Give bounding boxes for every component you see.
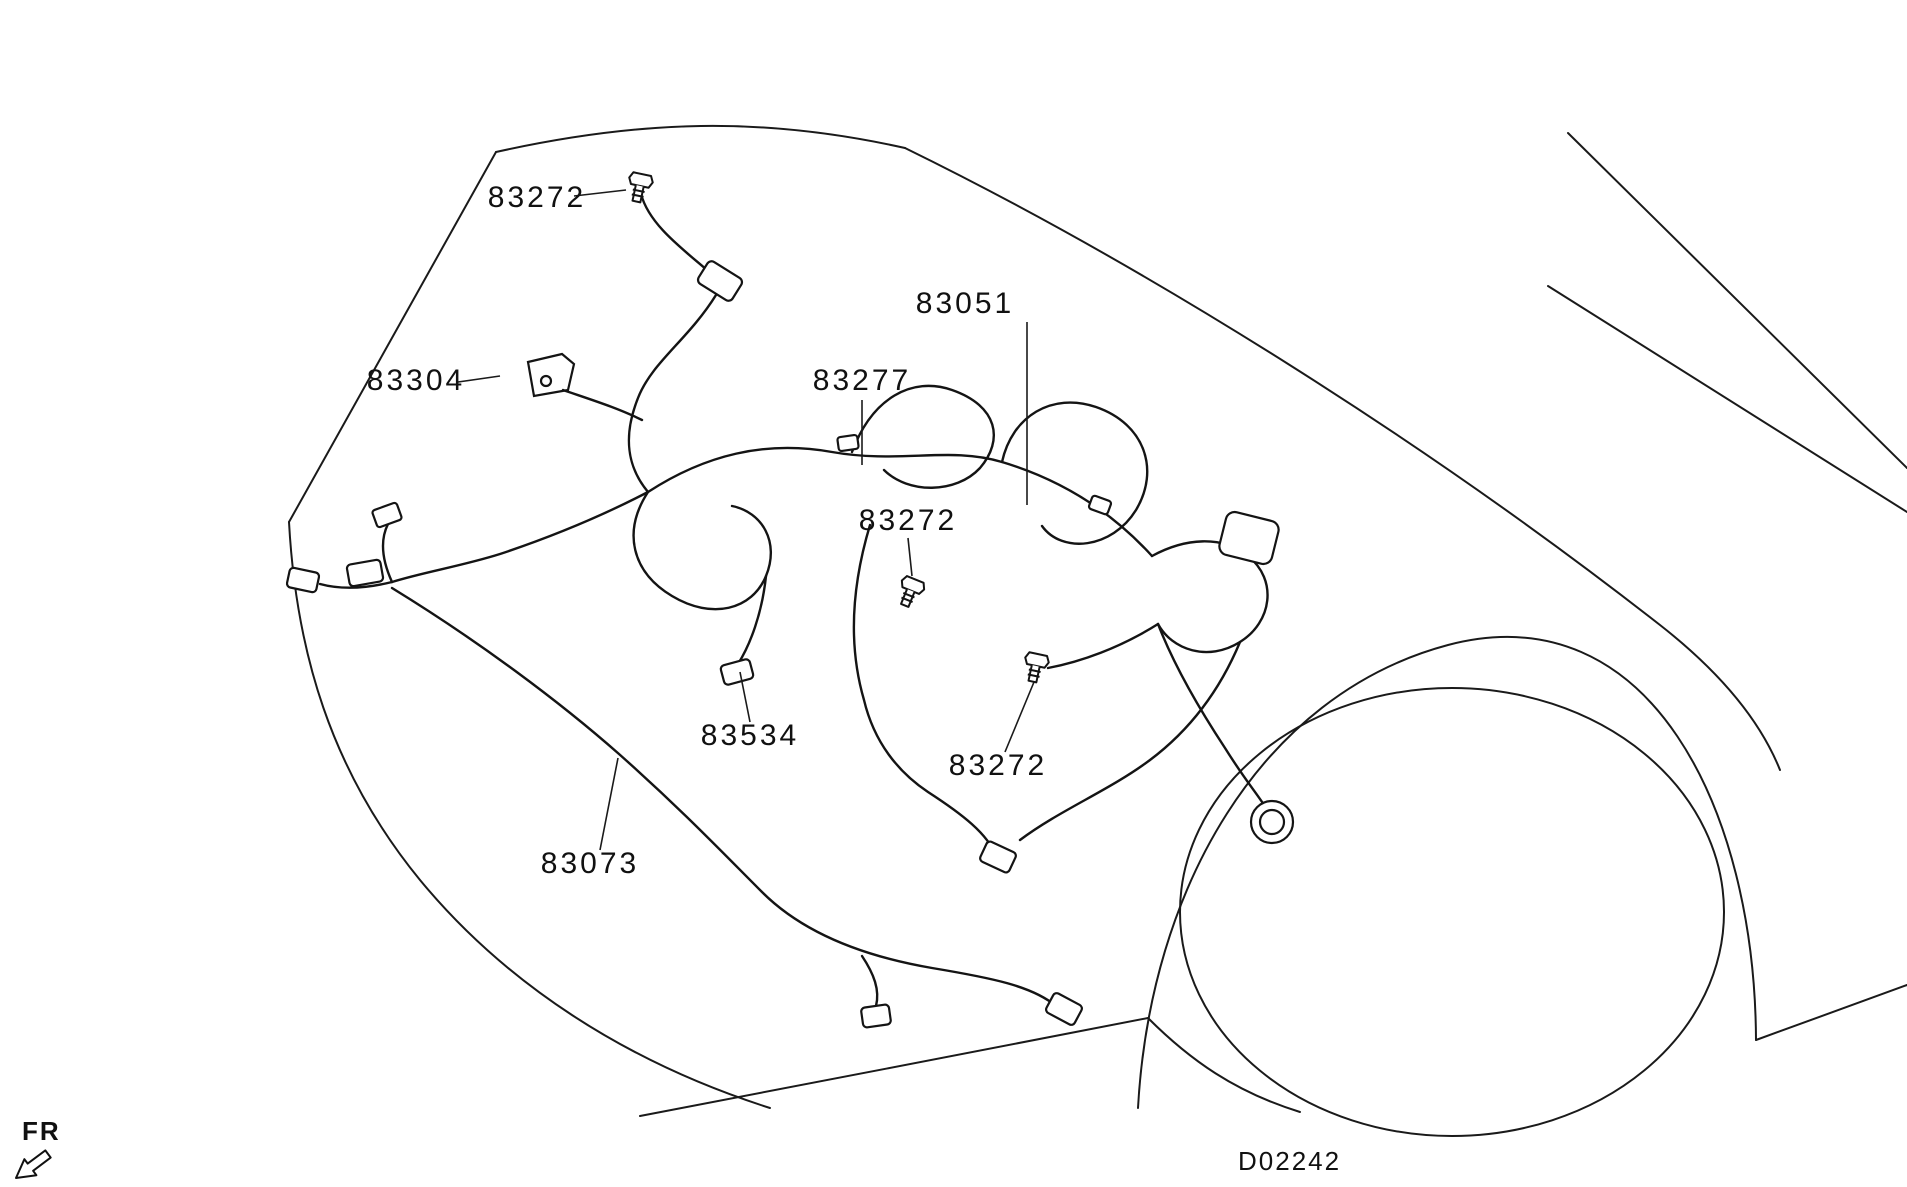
part-label-83277: 83277: [813, 364, 911, 397]
part-label-83051: 83051: [916, 287, 1014, 320]
front-bumper-line: [639, 1017, 1149, 1117]
harness-front-wire-branch: [860, 954, 879, 1008]
harness-left-tail: [318, 580, 394, 589]
harness-main-trunk: [646, 446, 1154, 558]
leader-line: [1004, 681, 1035, 753]
part-label-83304: 83304: [367, 364, 465, 397]
arrow-down-left-icon: [15, 1149, 52, 1179]
round-connector-inner: [1258, 808, 1286, 836]
harness-lower-loop: [632, 490, 772, 611]
rocker-panel-line: [1755, 984, 1907, 1041]
hood-side-edge-line: [288, 151, 497, 523]
bracket-strap-wire: [561, 388, 644, 422]
leader-line: [573, 189, 627, 197]
leader-line: [907, 537, 913, 577]
leader-lines: [457, 189, 1035, 851]
harness-right-inner-drop: [1018, 640, 1242, 842]
bolt-icon: [623, 170, 655, 206]
harness-upper-loop-right: [1000, 401, 1149, 545]
harness-left-branch: [390, 490, 650, 584]
bolt-icon: [892, 573, 928, 611]
connector: [285, 566, 321, 594]
part-number-labels: 83272 83304 83051 83277 83272 83534 8327…: [367, 181, 1047, 880]
harness-clip: [1087, 494, 1113, 516]
harness-right-loop: [1150, 540, 1269, 654]
connector: [1045, 992, 1083, 1026]
windshield-base-line: [1547, 285, 1907, 513]
harness-left-stub: [381, 522, 394, 584]
leader-line: [599, 757, 619, 851]
part-label-83272-middle: 83272: [859, 504, 957, 537]
part-label-83534: 83534: [701, 719, 799, 752]
bracket-icon: [526, 352, 576, 398]
wheel-arch-line: [1137, 636, 1757, 1109]
cowl-fender-line: [904, 147, 1781, 771]
leader-line: [457, 375, 501, 383]
harness-bolt-branch: [1046, 622, 1160, 670]
a-pillar-line: [1567, 132, 1907, 469]
bracket-hole: [539, 374, 553, 388]
connector: [371, 501, 403, 529]
front-left-body-line: [288, 521, 771, 1109]
connector: [1218, 510, 1280, 566]
connector: [860, 1003, 892, 1029]
part-label-83073: 83073: [541, 847, 639, 880]
connector: [979, 840, 1017, 874]
bolt-icon: [1019, 650, 1051, 686]
diagram-code: D02242: [1238, 1146, 1341, 1176]
part-label-83272-right: 83272: [949, 749, 1047, 782]
front-tire: [1179, 687, 1725, 1137]
harness-front-wire-83073: [390, 586, 1058, 1008]
hood-top-edge-line: [495, 124, 906, 153]
harness-right-drop: [1156, 622, 1268, 810]
fr-label: FR: [22, 1116, 61, 1146]
car-body-outline: [288, 124, 1907, 1137]
wiring-harness-drawing: [285, 170, 1295, 1029]
harness-upper-branch: [627, 293, 718, 494]
harness-clip: [836, 433, 860, 453]
harness-branch-83534: [736, 574, 768, 666]
leader-line: [739, 671, 751, 723]
bumper-corner-line: [1147, 1017, 1301, 1113]
part-label-83272-top: 83272: [488, 181, 586, 214]
harness-center-branch: [852, 523, 998, 858]
harness-upper-loop-left: [850, 384, 995, 489]
connector: [719, 658, 755, 686]
connector: [696, 260, 744, 302]
orientation-mark: FR: [15, 1116, 61, 1179]
harness-ground-wire: [639, 192, 718, 280]
connector: [345, 558, 385, 588]
